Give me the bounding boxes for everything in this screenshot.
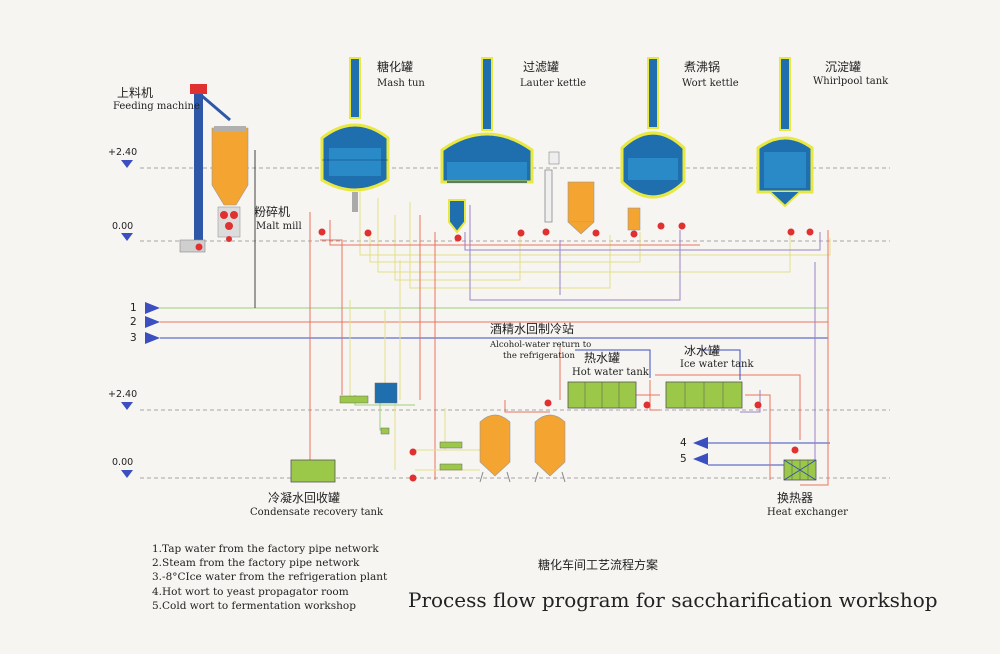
malt-mill-label-en: Malt mill [256,221,302,232]
hot-water-tank-label-en: Hot water tank [572,367,649,378]
small-equipment [339,382,398,435]
title-chinese: 糖化车间工艺流程方案 [538,558,659,572]
wort-kettle-label-en: Wort kettle [682,78,739,89]
legend: 1.Tap water from the factory pipe networ… [152,542,387,613]
mash-tun-label-cn: 糖化罐 [377,60,414,74]
alcohol-water-station-label-en-1: Alcohol-water return to [490,340,592,350]
feeding-machine-label-cn: 上料机 [117,86,154,100]
feeding-machine-label-en: Feeding machine [113,101,200,112]
level-markers [121,160,133,478]
legend-item: 5.Cold wort to fermentation workshop [152,599,356,612]
inlet-number-2: 2 [130,316,137,328]
whirlpool-tank-drawing [756,57,814,208]
inlet-number-3: 3 [130,332,137,344]
whirlpool-tank-label-cn: 沉淀罐 [825,60,862,74]
heat-exchanger-label-cn: 换热器 [777,491,814,505]
heat-exchanger-drawing [783,459,817,481]
inlet-arrows [145,302,708,465]
alcohol-water-station-label-cn: 酒精水回制冷站 [490,322,575,336]
legend-item: 3.-8°CIce water from the refrigeration p… [152,571,388,584]
malt-mill-drawing [211,126,249,242]
whirlpool-tank-label-en: Whirlpool tank [813,76,889,87]
heat-exchanger-label-en: Heat exchanger [767,507,848,518]
ice-water-tank-label-cn: 冰水罐 [684,344,721,358]
outlet-lines [708,442,830,466]
water-tanks-drawing [567,381,743,409]
inlet-number-1: 1 [130,302,137,314]
valves [195,222,814,482]
hot-water-tank-label-cn: 热水罐 [584,351,621,365]
level-label-top-2: +2.40 [108,389,138,400]
ice-water-tank-label-en: Ice water tank [680,359,754,370]
title-english: Process flow program for saccharificatio… [408,588,938,612]
wort-kettle-label-cn: 煮沸锅 [684,60,721,74]
wort-kettle-drawing [620,57,686,231]
legend-item: 1.Tap water from the factory pipe networ… [152,543,379,555]
level-label-top-1: +2.40 [108,147,138,158]
level-label-zero-1: 0.00 [112,221,134,232]
mash-tun-drawing [320,57,390,212]
condensate-tank-label-cn: 冷凝水回收罐 [268,491,341,505]
condensate-tank-drawing [290,459,336,483]
inlet-number-5: 5 [680,453,687,465]
lauter-kettle-drawing [440,57,595,235]
yeast-tanks-drawing [439,414,566,483]
condensate-tank-label-en: Condensate recovery tank [250,507,384,518]
legend-item: 2.Steam from the factory pipe network [152,557,360,570]
process-piping [254,150,831,486]
legend-item: 4.Hot wort to yeast propagator room [152,585,349,598]
lauter-kettle-label-cn: 过滤罐 [523,60,560,74]
malt-mill-label-cn: 粉碎机 [254,205,291,219]
mash-tun-label-en: Mash tun [377,78,425,89]
utility-lines [160,307,828,339]
level-label-zero-2: 0.00 [112,457,134,468]
inlet-number-4: 4 [680,437,687,449]
lauter-kettle-label-en: Lauter kettle [520,78,587,89]
alcohol-water-station-label-en-2: the refrigeration [503,351,575,361]
